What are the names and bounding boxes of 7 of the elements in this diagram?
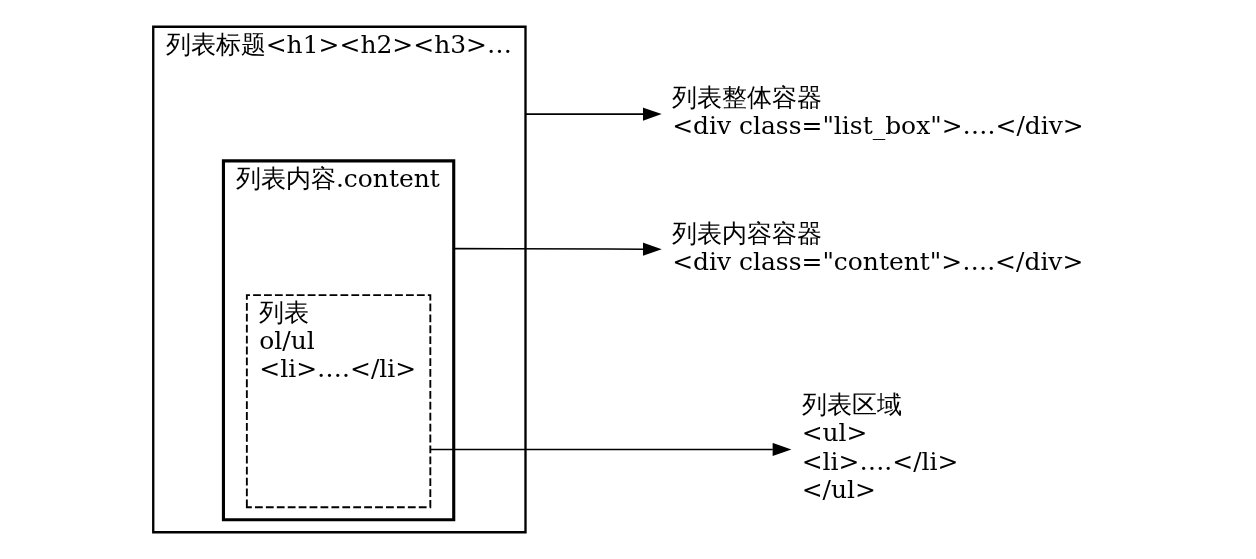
node-text: 列表整体容器 <div class="list_box">….</div> [672, 83, 1084, 141]
node-text: 列表区域 <ul> <li>….</li> </ul> [801, 390, 959, 504]
arrow [429, 443, 792, 457]
arrow [524, 107, 662, 121]
node-text: 列表内容容器 <div class="content">….</div> [672, 218, 1084, 276]
node-box: 列表 ol/ul <li>….</li> [245, 294, 432, 509]
arrow [452, 242, 662, 256]
